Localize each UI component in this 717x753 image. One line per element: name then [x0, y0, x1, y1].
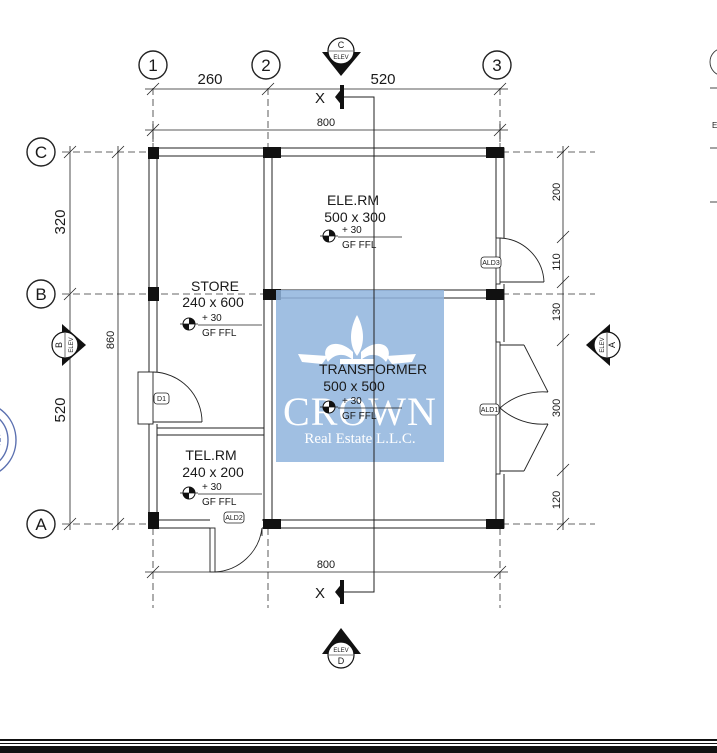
dim-right-1: 200	[551, 183, 563, 201]
level-marker-icon	[320, 229, 338, 243]
room-store-size: 240 x 600	[182, 294, 244, 310]
room-store-level: + 30	[202, 313, 222, 324]
room-ele-level: + 30	[342, 225, 362, 236]
level-marker-icon	[180, 317, 198, 331]
svg-text:ELEV: ELEV	[333, 648, 348, 654]
room-store-ref: GF FFL	[202, 328, 237, 339]
section-cut-line	[343, 96, 375, 593]
room-transformer-ref: GF FFL	[342, 411, 377, 422]
door-tag-ald3: ALD3	[480, 256, 502, 269]
grid-bubble-2: 2	[251, 50, 281, 80]
svg-text:ALD2: ALD2	[225, 515, 243, 522]
svg-text:D1: D1	[157, 396, 166, 403]
level-marker-icon	[320, 400, 338, 414]
door-tag-ald1: ALD1	[479, 403, 500, 416]
svg-text:ELEV: ELEV	[333, 55, 348, 61]
room-ele-ref: GF FFL	[342, 240, 377, 251]
room-tel-level: + 30	[202, 482, 222, 493]
bottom-dimension-line	[145, 565, 508, 579]
room-tel: TEL.RM 240 x 200 + 30 GF FFL	[180, 447, 262, 508]
grid-bubble-3: 3	[482, 50, 512, 80]
svg-text:B: B	[54, 342, 64, 348]
room-ele-name: ELE.RM	[327, 192, 379, 208]
svg-text:ELEV: ELEV	[69, 337, 75, 352]
grid-label-b: B	[35, 285, 46, 304]
grid-label-3: 3	[492, 56, 501, 75]
right-dimension-line	[556, 145, 570, 531]
dim-right-4: 300	[551, 399, 563, 417]
door-store	[137, 371, 203, 425]
dim-right-3: 130	[551, 303, 563, 321]
dim-left-lower: 520	[52, 397, 69, 422]
level-marker-icon	[180, 486, 198, 500]
grid-label-1: 1	[148, 56, 157, 75]
room-ele: ELE.RM 500 x 300 + 30 GF FFL	[320, 192, 402, 251]
svg-text:ALD3: ALD3	[482, 260, 500, 267]
section-mark-bottom: X	[315, 585, 325, 602]
watermark-tagline: Real Estate L.L.C.	[304, 431, 415, 447]
grid-label-a: A	[35, 515, 47, 534]
dim-top-1-2: 260	[197, 71, 222, 88]
svg-text:C: C	[338, 40, 345, 50]
svg-text:D: D	[338, 656, 345, 666]
dim-bottom-overall: 800	[317, 559, 335, 571]
room-transformer-name: TRANSFORMER	[319, 361, 427, 377]
door-tel-room	[209, 527, 263, 573]
adjacent-fragment-mark: E	[712, 121, 717, 130]
section-mark-top: X	[315, 90, 325, 107]
dim-right-5: 120	[551, 491, 563, 509]
elevation-marker-a: ELEV A	[586, 324, 621, 366]
room-transformer-level: + 30	[342, 396, 362, 407]
door-tag-ald2: ALD2	[223, 511, 245, 524]
dim-left-upper: 320	[52, 209, 69, 234]
svg-text:A: A	[607, 342, 617, 348]
dim-top-2-3: 520	[370, 71, 395, 88]
elevation-marker-d: ELEV D	[322, 628, 361, 669]
svg-text:ELEV: ELEV	[600, 337, 606, 352]
room-transformer-size: 500 x 500	[323, 378, 385, 394]
dim-left-overall: 860	[105, 331, 117, 349]
grid-bubble-1: 1	[138, 50, 168, 80]
room-tel-ref: GF FFL	[202, 497, 237, 508]
section-marker-bottom: X	[315, 580, 344, 604]
room-store-name: STORE	[191, 278, 239, 294]
sheet-border-bottom	[0, 739, 717, 753]
room-store: STORE 240 x 600 + 30 GF FFL	[180, 278, 262, 339]
grid-bubble-c: C	[26, 137, 56, 167]
svg-text:ALD1: ALD1	[481, 407, 499, 414]
elevation-marker-b: B ELEV	[51, 324, 86, 366]
room-tel-name: TEL.RM	[185, 447, 236, 463]
adjacent-drawing-fragment	[709, 49, 717, 203]
section-marker-top: X	[315, 85, 344, 109]
room-transformer: TRANSFORMER 500 x 500 + 30 GF FFL	[319, 361, 427, 422]
door-tag-d1: D1	[153, 392, 170, 405]
crown-watermark: CROWN Real Estate L.L.C.	[276, 290, 444, 462]
dim-top-overall: 800	[317, 117, 335, 129]
dim-right-2: 110	[551, 253, 563, 271]
grid-label-c: C	[35, 143, 47, 162]
grid-bubble-b: B	[26, 279, 56, 309]
seal-stamp-fragment	[0, 408, 17, 472]
grid-label-2: 2	[261, 56, 270, 75]
top-dimension-lines	[145, 82, 508, 142]
watermark-brand: CROWN	[283, 389, 437, 434]
room-tel-size: 240 x 200	[182, 464, 244, 480]
structural-columns	[148, 147, 504, 529]
fleur-de-lis-icon	[298, 315, 416, 364]
grid-bubble-a: A	[26, 509, 56, 539]
elevation-marker-c: C ELEV	[322, 37, 361, 76]
room-ele-size: 500 x 300	[324, 209, 386, 225]
